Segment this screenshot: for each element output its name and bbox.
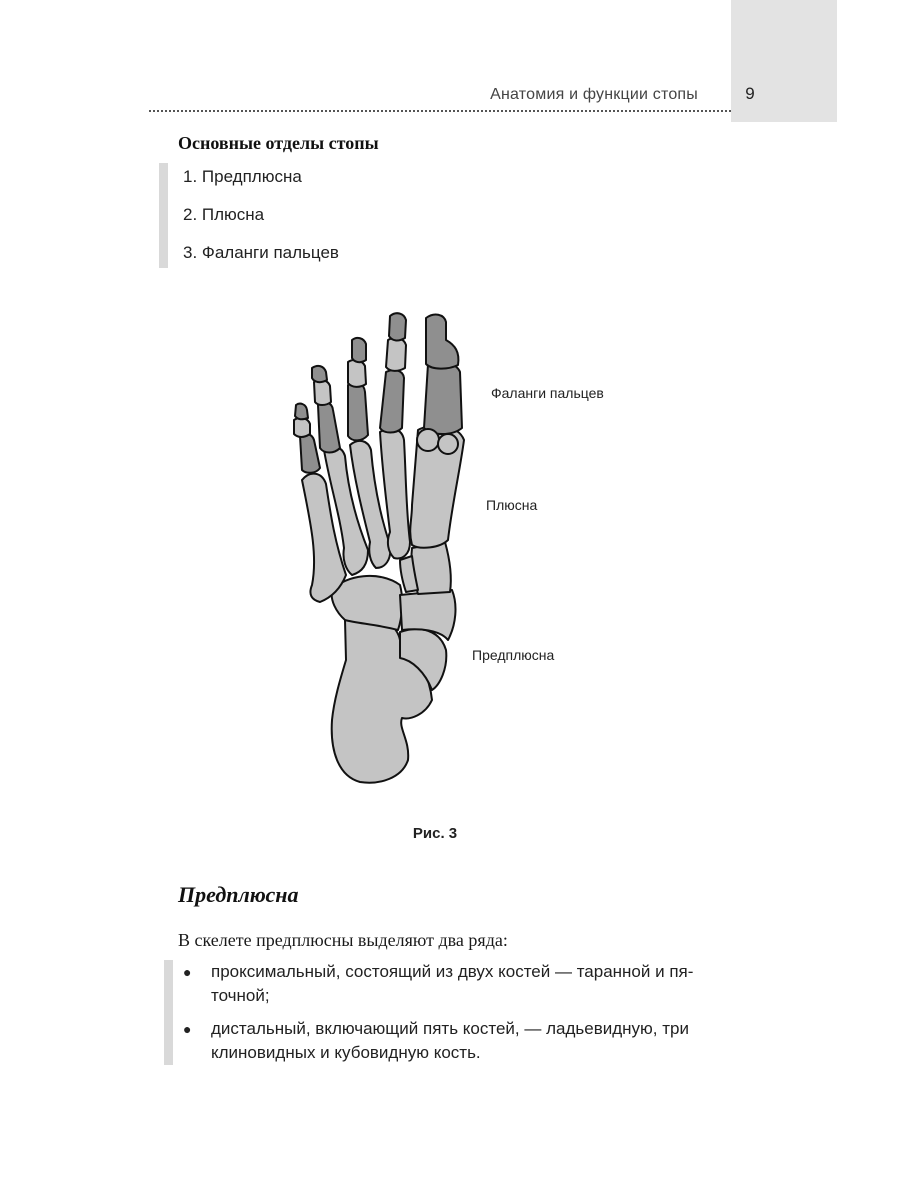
list-item: 3. Фаланги пальцев bbox=[183, 243, 339, 262]
phalanx-bone bbox=[385, 336, 407, 372]
metatarsal-bone bbox=[323, 445, 369, 576]
phalanx-bone bbox=[299, 432, 321, 474]
bullet-text-line: точной; bbox=[211, 986, 270, 1005]
numbered-list: 1. Предплюсна 2. Плюсна 3. Фаланги пальц… bbox=[183, 165, 339, 279]
bullet-item: ● дистальный, включающий пять костей, — … bbox=[183, 1017, 743, 1065]
list-side-bar bbox=[159, 163, 168, 268]
bullet-text-line: клиновидных и кубовидную кость. bbox=[211, 1043, 481, 1062]
phalanx-bone bbox=[351, 336, 367, 364]
phalanx-bone bbox=[294, 402, 309, 421]
phalanx-bone bbox=[347, 381, 369, 442]
label-metatarsus: Плюсна bbox=[486, 497, 538, 513]
cuneiform-bone bbox=[399, 555, 419, 593]
running-header: Анатомия и функции стопы bbox=[490, 86, 698, 103]
metatarsal-bone bbox=[301, 472, 347, 603]
cuneiform-bone bbox=[399, 589, 457, 641]
phalanx-bone bbox=[423, 361, 463, 435]
label-tarsus: Предплюсна bbox=[472, 647, 555, 663]
foot-skeleton-illustration bbox=[293, 312, 465, 784]
phalanx-bone bbox=[313, 378, 332, 406]
cuboid-bone bbox=[330, 574, 404, 631]
list-item: 2. Плюсна bbox=[183, 205, 265, 224]
bullet-icon: ● bbox=[183, 1021, 192, 1037]
bullet-side-bar bbox=[164, 960, 173, 1065]
header-dotted-rule bbox=[149, 110, 731, 112]
page-tab bbox=[731, 0, 837, 122]
bullet-item: ● проксимальный, состоящий из двух косте… bbox=[183, 960, 743, 1008]
metatarsal-bone bbox=[349, 439, 392, 569]
list-item: 1. Предплюсна bbox=[183, 167, 302, 186]
phalanx-bone bbox=[293, 416, 311, 438]
bullet-text-line: дистальный, включающий пять костей, — ла… bbox=[211, 1019, 689, 1038]
phalanx-bone bbox=[311, 364, 328, 384]
phalanx-bone bbox=[425, 313, 460, 370]
phalanx-bone bbox=[388, 312, 407, 342]
metatarsal-bone bbox=[409, 424, 465, 549]
intro-paragraph: В скелете предплюсны выделяют два ряда: bbox=[178, 930, 508, 950]
phalanx-bone bbox=[317, 401, 341, 454]
bullet-list: ● проксимальный, состоящий из двух косте… bbox=[183, 960, 743, 1074]
phalanx-bone bbox=[347, 358, 367, 388]
phalanx-bone bbox=[379, 369, 405, 434]
sesamoid-bone bbox=[416, 428, 440, 452]
metatarsal-bone bbox=[379, 427, 411, 560]
figure-caption: Рис. 3 bbox=[412, 825, 458, 842]
bullet-icon: ● bbox=[183, 964, 192, 980]
subsection-heading: Предплюсна bbox=[178, 882, 299, 907]
sesamoid-bone bbox=[437, 433, 459, 455]
bullet-text-line: проксимальный, состоящий из двух костей … bbox=[211, 962, 694, 981]
page-number: 9 bbox=[745, 84, 755, 103]
section-heading: Основные отделы стопы bbox=[178, 133, 379, 153]
label-phalanges: Фаланги пальцев bbox=[491, 385, 604, 401]
